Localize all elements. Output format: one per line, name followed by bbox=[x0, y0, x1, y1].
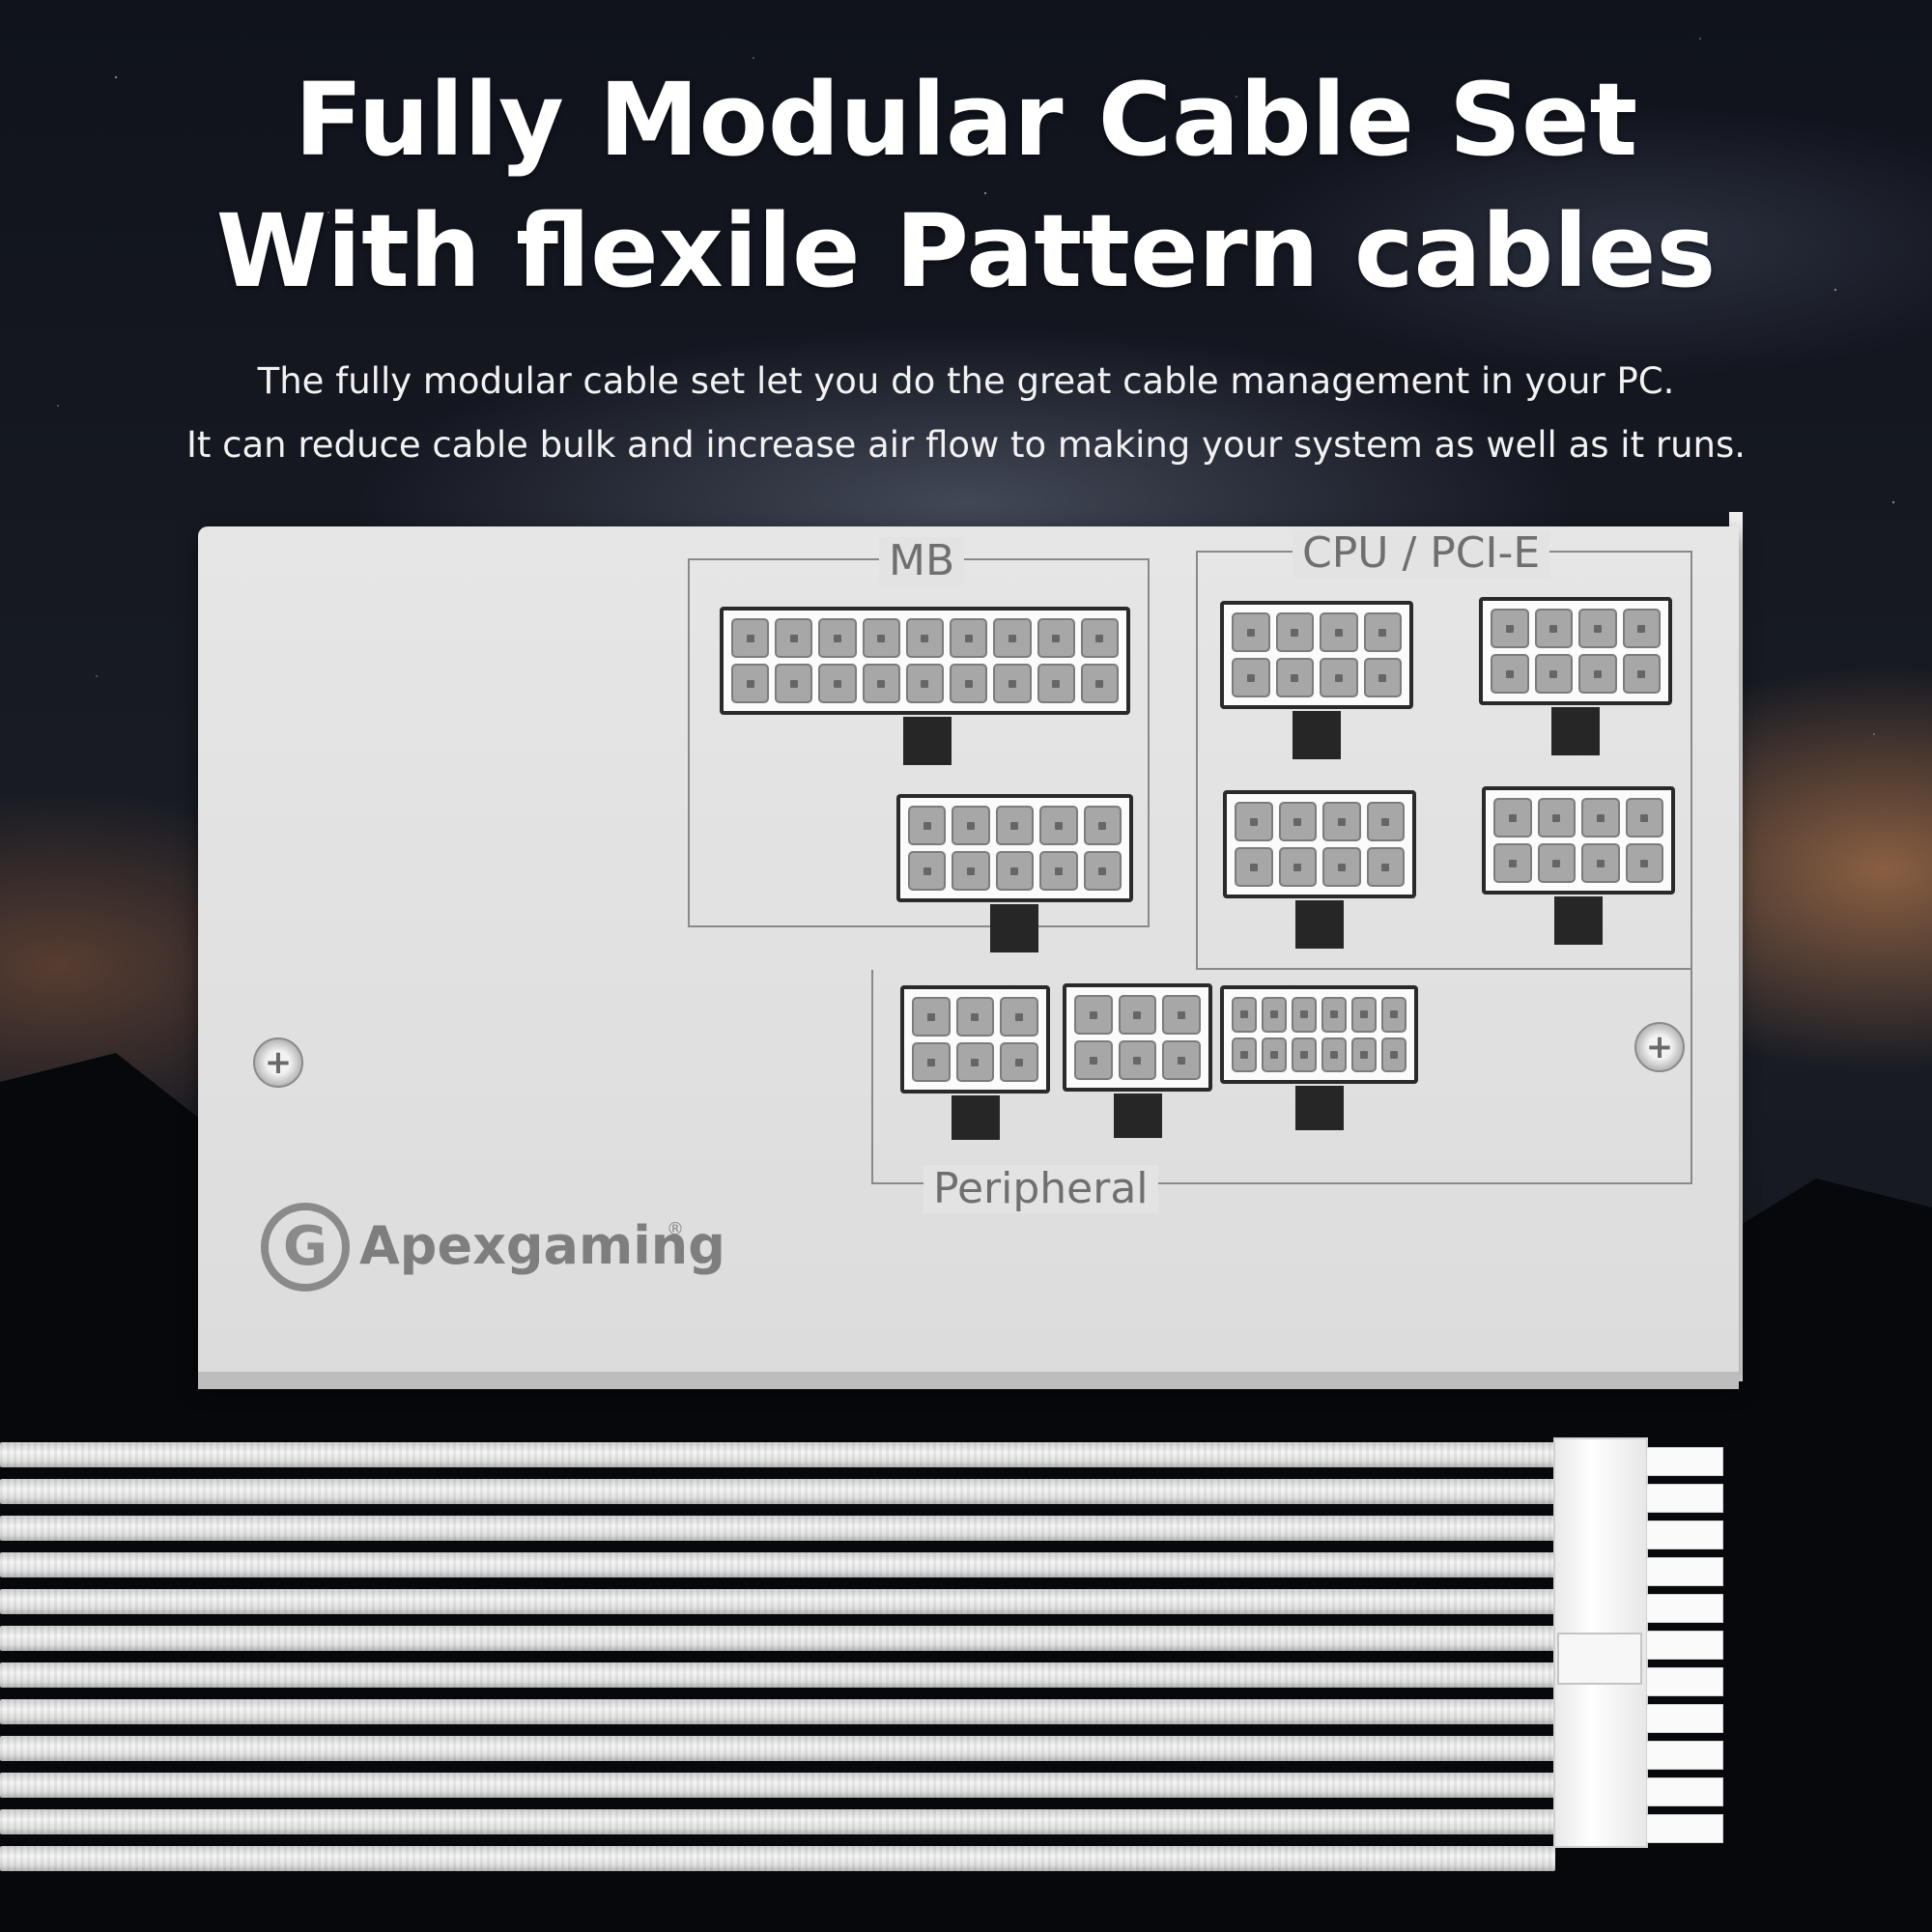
cable-wire bbox=[0, 1479, 1555, 1504]
mb-24pin-socket[interactable] bbox=[720, 607, 1130, 715]
cpu-pcie-socket-4[interactable] bbox=[1482, 786, 1675, 895]
cpu-pcie-socket-2[interactable] bbox=[1479, 597, 1672, 705]
psu-bottom-edge bbox=[198, 1372, 1739, 1389]
peripheral-socket-1[interactable] bbox=[900, 985, 1050, 1094]
peripheral-socket-2[interactable] bbox=[1063, 983, 1212, 1092]
cpu-pcie-socket-2-latch bbox=[1551, 707, 1600, 755]
headline-line-2: With flexile Pattern cables bbox=[215, 192, 1717, 310]
cpu-pcie-socket-3[interactable] bbox=[1223, 790, 1416, 898]
cable-wire bbox=[0, 1552, 1555, 1577]
apexgaming-logo-icon bbox=[261, 1203, 350, 1292]
cable-wire bbox=[0, 1442, 1555, 1467]
peripheral-group-outline bbox=[871, 970, 1692, 1184]
cable-wire bbox=[0, 1699, 1555, 1724]
cable-wire bbox=[0, 1626, 1555, 1651]
cable-wire bbox=[0, 1809, 1555, 1834]
cpu-pcie-socket-1-latch bbox=[1293, 711, 1341, 759]
sleeved-cable-bundle bbox=[0, 1442, 1555, 1882]
cable-wire bbox=[0, 1516, 1555, 1541]
headline-line-1: Fully Modular Cable Set bbox=[294, 61, 1638, 179]
cpu-pcie-group-label: CPU / PCI-E bbox=[1293, 529, 1550, 578]
peripheral-socket-3-latch bbox=[1295, 1086, 1344, 1130]
description-line-2: It can reduce cable bulk and increase ai… bbox=[185, 424, 1747, 466]
mb-10pin-latch bbox=[990, 904, 1038, 952]
peripheral-socket-1-latch bbox=[952, 1095, 1000, 1140]
cable-wire bbox=[0, 1773, 1555, 1798]
mb-group-label: MB bbox=[879, 537, 965, 585]
peripheral-group-label: Peripheral bbox=[923, 1165, 1158, 1213]
cable-wire bbox=[0, 1736, 1555, 1761]
mb-10pin-socket[interactable] bbox=[896, 794, 1133, 902]
mb-24pin-latch bbox=[903, 717, 952, 765]
brand-name: Apexgaming bbox=[359, 1215, 725, 1276]
cpu-pcie-socket-4-latch bbox=[1554, 896, 1603, 945]
description-line-1: The fully modular cable set let you do t… bbox=[257, 360, 1675, 402]
cable-wire bbox=[0, 1662, 1555, 1688]
connector-pins bbox=[1646, 1447, 1723, 1843]
peripheral-socket-2-latch bbox=[1114, 1094, 1162, 1138]
registered-mark: ® bbox=[667, 1219, 684, 1239]
cpu-pcie-socket-1[interactable] bbox=[1220, 601, 1413, 709]
cable-wire bbox=[0, 1589, 1555, 1614]
peripheral-socket-3[interactable] bbox=[1220, 985, 1418, 1084]
connector-latch bbox=[1557, 1633, 1642, 1685]
cpu-pcie-socket-3-latch bbox=[1295, 900, 1344, 949]
cable-wire bbox=[0, 1846, 1555, 1871]
left-screw bbox=[253, 1037, 303, 1088]
right-screw bbox=[1634, 1022, 1685, 1072]
